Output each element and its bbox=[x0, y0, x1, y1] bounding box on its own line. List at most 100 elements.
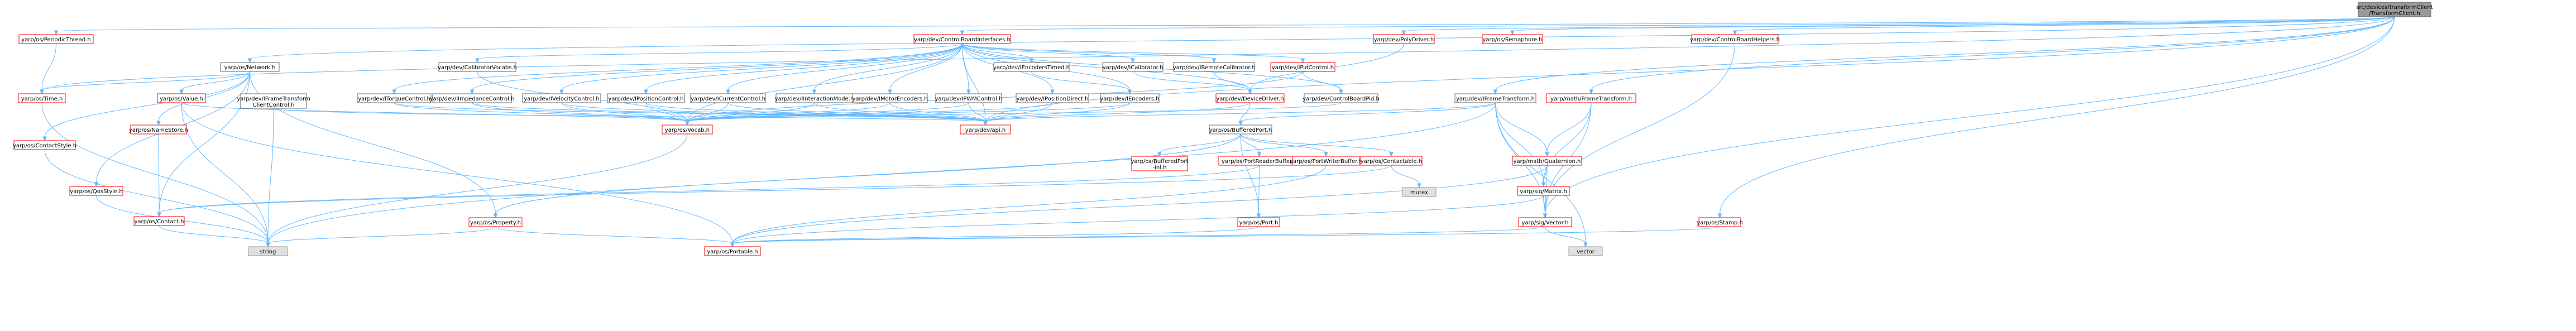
graph-node-cbhelpers[interactable]: yarp/dev/ControlBoardHelpers.h bbox=[1690, 34, 1780, 44]
edge-root-to-sigvector bbox=[1543, 16, 2395, 219]
edge-iframetransform-to-bufferedport bbox=[1238, 102, 1496, 126]
graph-node-namestore[interactable]: yarp/os/NameStore.h bbox=[129, 124, 188, 135]
edge-line bbox=[181, 102, 688, 122]
graph-node-imotorenc[interactable]: yarp/dev/IMotorEncoders.h bbox=[852, 93, 928, 103]
graph-node-iremotecal[interactable]: yarp/dev/IRemoteCalibrator.h bbox=[1173, 62, 1255, 72]
graph-node-itorque[interactable]: yarp/dev/ITorqueControl.h bbox=[357, 93, 432, 103]
graph-node-bufferedportinl[interactable]: yarp/os/BufferedPort-inl.h bbox=[1131, 156, 1189, 171]
edge-cbi-to-iimpedance bbox=[470, 43, 963, 95]
edge-cbi-to-calvocabs bbox=[475, 43, 963, 64]
graph-node-contactable[interactable]: yarp/os/Contactable.h bbox=[1360, 156, 1423, 166]
graph-node-ivelocity[interactable]: yarp/dev/IVelocityControl.h bbox=[522, 93, 601, 103]
graph-node-network[interactable]: yarp/os/Network.h bbox=[220, 62, 280, 72]
graph-node-cbpid[interactable]: yarp/dev/ControlBoardPid.h bbox=[1303, 93, 1380, 103]
graph-node-bufferedport[interactable]: yarp/os/BufferedPort.h bbox=[1209, 124, 1272, 135]
graph-node-devapi[interactable]: yarp/dev/api.h bbox=[960, 124, 1011, 135]
graph-node-port[interactable]: yarp/os/Port.h bbox=[1237, 217, 1280, 227]
node-box bbox=[13, 140, 76, 150]
edge-line bbox=[687, 102, 815, 122]
edge-arrowhead bbox=[156, 121, 161, 126]
edge-line bbox=[962, 43, 1133, 60]
edge-bufferedport-to-portwriterbuffer bbox=[1240, 133, 1328, 157]
edge-line bbox=[159, 225, 269, 244]
edge-line bbox=[687, 43, 963, 122]
edge-portreaderbuffer-to-port bbox=[1256, 165, 1261, 219]
edge-line bbox=[41, 43, 56, 91]
graph-node-quaternion[interactable]: yarp/math/Quaternion.h bbox=[1512, 156, 1582, 166]
edge-arrowhead bbox=[1510, 30, 1515, 36]
graph-node-time[interactable]: yarp/os/Time.h bbox=[18, 93, 66, 103]
node-label: yarp/os/BufferedPort bbox=[1131, 159, 1188, 165]
edge-network-to-property bbox=[250, 71, 498, 219]
edge-cbi-to-devapi bbox=[962, 43, 988, 126]
edge-line bbox=[1240, 133, 1392, 153]
graph-node-icurrent[interactable]: yarp/dev/ICurrentControl.h bbox=[690, 93, 766, 103]
edge-iremotecal-to-devicedriver bbox=[1214, 71, 1252, 95]
graph-node-sigvector[interactable]: yarp/sig/Vector.h bbox=[1518, 217, 1572, 227]
graph-node-value[interactable]: yarp/os/Value.h bbox=[157, 93, 206, 103]
graph-node-ipidcontrol[interactable]: yarp/dev/IPidControl.h bbox=[1270, 62, 1335, 72]
node-box bbox=[18, 93, 66, 103]
graph-node-property[interactable]: yarp/os/Property.h bbox=[468, 217, 523, 227]
edge-line bbox=[561, 43, 963, 91]
graph-node-iposition[interactable]: yarp/dev/IPositionControl.h bbox=[607, 93, 685, 103]
node-box bbox=[1292, 156, 1360, 166]
graph-node-cbi[interactable]: yarp/dev/ControlBoardInterfaces.h bbox=[913, 34, 1011, 44]
edge-sigvector-to-portable bbox=[730, 226, 1545, 248]
node-box bbox=[935, 93, 1002, 103]
node-box bbox=[69, 186, 123, 196]
edge-bufferedport-to-port bbox=[1240, 133, 1261, 219]
graph-node-contact[interactable]: yarp/os/Contact.h bbox=[133, 216, 185, 226]
graph-node-icalibrator[interactable]: yarp/dev/ICalibrator.h bbox=[1102, 62, 1163, 72]
edge-line bbox=[1545, 43, 1735, 215]
edge-arrowhead bbox=[1300, 58, 1305, 64]
edge-devicedriver-to-bufferedport bbox=[1238, 102, 1251, 126]
edge-arrowhead bbox=[1493, 89, 1498, 95]
graph-node-iposdirect[interactable]: yarp/dev/IPositionDirect.h bbox=[1016, 93, 1089, 103]
edge-cbi-to-iposition bbox=[644, 43, 963, 95]
edge-layer bbox=[40, 16, 2395, 248]
graph-node-iinteraction[interactable]: yarp/dev/IInteractionMode.h bbox=[775, 93, 854, 103]
edge-arrowhead bbox=[1543, 213, 1548, 219]
graph-node-portwriterbuffer[interactable]: yarp/os/PortWriterBuffer.h bbox=[1290, 156, 1362, 166]
graph-node-portreaderbuffer[interactable]: yarp/os/PortReaderBuffer.h bbox=[1218, 156, 1300, 166]
node-box bbox=[1270, 62, 1335, 72]
graph-node-iimpedance[interactable]: yarp/dev/IImpedanceControl.h bbox=[430, 93, 515, 103]
graph-node-mathframe[interactable]: yarp/math/FrameTransform.h bbox=[1546, 93, 1636, 103]
node-label: yarp/dev/IEncoders.h bbox=[1100, 96, 1159, 102]
node-box bbox=[1512, 156, 1582, 166]
node-box bbox=[130, 124, 187, 135]
edge-line bbox=[985, 102, 1130, 122]
graph-node-iencoders[interactable]: yarp/dev/IEncoders.h bbox=[1100, 93, 1160, 103]
edge-line bbox=[44, 149, 269, 244]
graph-node-ipwm[interactable]: yarp/dev/IPWMControl.h bbox=[935, 93, 1003, 103]
graph-node-devicedriver[interactable]: yarp/dev/DeviceDriver.h bbox=[1215, 93, 1285, 103]
edge-bufferedport-to-bufferedportinl bbox=[1157, 133, 1241, 157]
edge-line bbox=[1495, 102, 1586, 244]
edge-bufferedport-to-portreaderbuffer bbox=[1240, 133, 1262, 157]
node-label: yarp/os/Value.h bbox=[160, 96, 203, 102]
edge-line bbox=[1240, 133, 1327, 153]
edge-line bbox=[1591, 16, 2395, 91]
graph-node-qosstyle[interactable]: yarp/os/QosStyle.h bbox=[69, 186, 123, 196]
graph-node-polydriver[interactable]: yarp/dev/PolyDriver.h bbox=[1373, 34, 1435, 44]
graph-node-calvocabs[interactable]: yarp/dev/CalibratorVocabs.h bbox=[438, 62, 517, 72]
node-box bbox=[248, 246, 288, 256]
edge-root-to-periodic bbox=[54, 16, 2395, 36]
edge-arrowhead bbox=[42, 136, 47, 142]
graph-node-contactstyle[interactable]: yarp/os/ContactStyle.h bbox=[13, 140, 76, 150]
graph-node-stamp[interactable]: yarp/os/Stamp.h bbox=[1697, 217, 1743, 227]
node-label: ClientControl.h bbox=[253, 102, 295, 108]
edge-cbi-to-ipidcontrol bbox=[962, 43, 1305, 64]
graph-node-semaphore[interactable]: yarp/os/Semaphore.h bbox=[1482, 34, 1543, 44]
graph-node-periodic[interactable]: yarp/os/PeriodicThread.h bbox=[18, 34, 94, 44]
graph-node-matrix[interactable]: yarp/sig/Matrix.h bbox=[1517, 186, 1570, 196]
graph-node-portable[interactable]: yarp/os/Portable.h bbox=[704, 246, 761, 256]
graph-node-vocab[interactable]: yarp/os/Vocab.h bbox=[662, 124, 713, 135]
graph-node-iframetransform[interactable]: yarp/dev/IFrameTransform.h bbox=[1454, 93, 1536, 103]
node-label: /TransformClient.h bbox=[2369, 11, 2420, 17]
node-label: yarp/os/QosStyle.h bbox=[70, 189, 122, 195]
node-box bbox=[1482, 34, 1543, 44]
graph-node-iencoderstimed[interactable]: yarp/dev/IEncodersTimed.h bbox=[993, 62, 1070, 72]
